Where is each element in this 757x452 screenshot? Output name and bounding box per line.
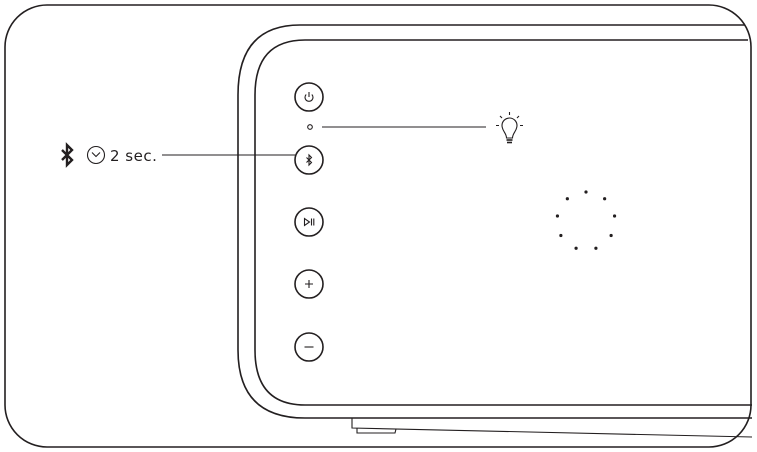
power-icon — [304, 92, 314, 102]
light-ring — [555, 190, 617, 250]
speaker-foot — [356, 428, 397, 434]
light-ring-dot — [594, 246, 598, 250]
speaker-base — [351, 418, 753, 438]
power-button[interactable] — [294, 82, 324, 112]
play-pause-icon — [303, 217, 315, 227]
clock-icon — [86, 145, 106, 165]
status-light — [307, 124, 313, 130]
speaker-body-outline — [237, 24, 752, 419]
speaker-top-panel — [254, 39, 752, 406]
light-ring-dot — [584, 190, 588, 194]
bluetooth-button[interactable] — [294, 145, 324, 175]
duration-label: 2 sec. — [110, 147, 157, 165]
light-ring-dot — [559, 233, 563, 238]
volume-down-button[interactable] — [294, 332, 324, 362]
plus-icon — [305, 280, 313, 288]
light-ring-dot — [609, 233, 613, 238]
volume-up-button[interactable] — [294, 269, 324, 299]
diagram-frame — [4, 4, 752, 448]
light-ring-dot — [603, 197, 607, 201]
bluetooth-icon — [306, 153, 313, 167]
bluetooth-icon — [61, 142, 74, 168]
light-ring-dot — [612, 214, 617, 218]
light-ring-dot — [574, 246, 578, 250]
light-ring-dot — [555, 214, 560, 218]
light-ring-dot — [565, 197, 569, 201]
play-pause-button[interactable] — [294, 207, 324, 237]
light-bulb-icon — [496, 112, 523, 144]
